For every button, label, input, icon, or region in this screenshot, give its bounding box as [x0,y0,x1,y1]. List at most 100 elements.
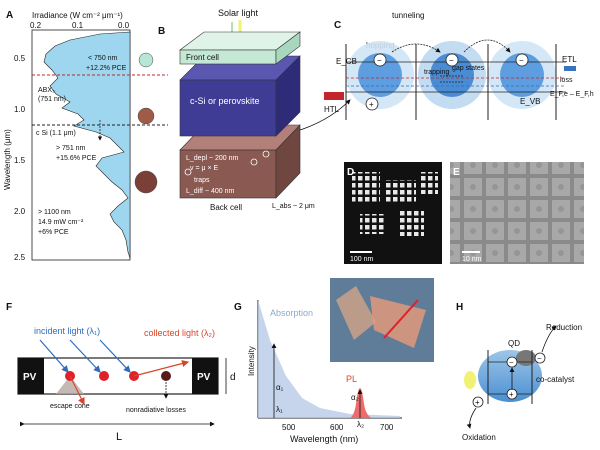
panel-g-letter: G [234,302,242,313]
panel-c-gap-states: gap states [452,65,485,72]
panel-c-etl: ETL [562,55,577,64]
panel-f-d: d [230,372,236,383]
panel-c-electron-2-sign: − [449,56,454,65]
panel-a-circle-small [138,52,154,68]
panel-b-carrier-1 [184,168,192,176]
panel-g-xtick-3: 700 [380,423,394,432]
panel-c-htl: HTL [324,105,340,114]
panel-d-cluster-4 [360,214,386,234]
panel-b-middle-front [179,79,277,137]
panel-a-gt751: > 751 nm [56,145,86,152]
panel-h-cocatalyst: co-catalyst [536,375,575,384]
panel-g-xlabel: Wavelength (nm) [290,434,358,444]
panel-c-loss: loss [560,77,573,84]
panel-g-photo-hand [336,286,376,340]
panel-c-hop-arrow [391,43,441,53]
panel-h-hole-2 [472,396,484,408]
panel-f-pv-right [192,358,218,394]
panel-g-absorption-curve [258,300,400,418]
panel-c-hole-sign: + [369,100,374,109]
panel-c-etl-bar [564,66,576,71]
panel-g-absorption: Absorption [270,308,313,318]
panel-a-circle-large [134,170,158,194]
panel-d-cluster-1 [352,172,380,204]
panel-b-ldepl: L_depl ~ 200 nm [186,155,239,162]
panel-f-ray-in-2 [69,339,101,373]
panel-f: F incident light (λ₁) collected light (λ… [6,302,236,443]
panel-b-front-side [275,31,301,65]
panel-f-emitter-2 [99,371,109,381]
panel-c-electron-2 [445,53,459,67]
panel-c-tunneling: tunneling [392,11,424,20]
panel-a-lt750: < 750 nm [88,55,118,62]
panel-b-ldiff: L_diff ~ 400 nm [186,188,234,195]
panel-c-letter: C [334,20,341,31]
panel-c-trapping: trapping [424,69,449,76]
panel-f-nonrad: nonradiative losses [126,407,186,414]
panel-b-middle-label: c-Si or perovskite [190,96,260,106]
panel-a-csi: c Si (1.1 μm) [36,130,76,137]
panel-c-electron-1-sign: − [377,56,382,65]
panel-d-scale: 100 nm [350,256,374,263]
panel-g: G Absorption Intensity PL α₁ λ₁ α₂ λ₂ 50… [234,278,434,444]
panel-a-xtick-3: 0.0 [118,21,130,30]
panel-a-ytick-5: 2.5 [14,253,26,262]
panel-h-reduction: Reduction [546,323,582,332]
panel-g-l1: λ₁ [276,405,283,414]
panel-g-l2: λ₂ [357,420,364,429]
panel-h-oxidation: Oxidation [462,433,496,442]
panel-a-spectrum [43,31,131,259]
panel-a-gt1100-irr: 14.9 mW cm⁻² [38,219,84,226]
panel-g-a2: α₂ [351,393,359,402]
panel-a: A Irradiance (W cm⁻² μm⁻¹) 0.2 0.1 0.0 0… [3,10,168,262]
panel-h-hole-2-sign: + [475,398,480,407]
panel-d: D 100 nm [344,162,442,264]
panel-f-ray-escape [69,375,85,406]
panel-b-back-front [179,149,277,199]
panel-f-pv-left [18,358,44,394]
panel-b: B Solar light Front cell c-Si or perovsk… [158,8,351,212]
panel-h-oxidation-arrow [466,407,477,429]
panel-a-y-axis-label: Wavelength (μm) [3,129,12,190]
panel-h-hole-sign: + [509,390,514,399]
panel-a-abx3-nm: (751 nm) [38,96,66,103]
panel-h-qd-label: QD [508,339,520,348]
panel-h-cocatalyst-blob [516,350,536,366]
panel-h-light [464,371,476,389]
panel-f-pv-left-label: PV [23,372,37,383]
panel-c-electron-3-sign: − [519,56,524,65]
panel-c-hole [365,97,379,111]
panel-f-letter: F [6,302,12,313]
panel-h-reduction-arrow [541,325,557,353]
panel-b-back-label: Back cell [210,203,242,212]
panel-e-scale: 10 nm [462,256,482,263]
panel-a-ytick-4: 2.0 [14,207,26,216]
panel-a-xtick-2: 0.1 [72,21,84,30]
panel-h-electron-2 [534,352,546,364]
panel-d-cluster-3 [400,210,424,236]
panel-g-intensity: Intensity [247,346,256,376]
panel-d-letter: D [347,167,354,178]
panel-h-electron [506,356,518,368]
panel-d-cluster-5 [420,172,438,194]
panel-a-lt750-pce: +12.2% PCE [86,65,127,72]
panel-a-letter: A [6,10,13,21]
panel-b-drift: v = μ × E [190,165,218,172]
panel-f-ray-in-3 [99,339,131,373]
panel-a-ytick-1: 0.5 [14,54,26,63]
panel-h-electron-sign: − [509,358,514,367]
panel-f-ray-out [133,360,190,377]
panel-g-pl: PL [346,374,357,384]
panel-a-gt751-pce: +15.6% PCE [56,155,97,162]
panel-f-incident: incident light (λ₁) [34,326,100,336]
panel-a-xtick-1: 0.2 [30,21,42,30]
panel-b-letter: B [158,26,165,37]
panel-g-photo-edge [383,299,419,339]
panel-a-gt1100-pce: +6% PCE [38,229,69,236]
panel-b-carrier-2 [250,158,258,166]
panel-c-electron-1 [373,53,387,67]
panel-g-xtick-1: 500 [282,423,296,432]
panel-c-efe: E_F,e – E_F,h [550,91,594,98]
panel-e: E 10 nm [450,162,584,264]
